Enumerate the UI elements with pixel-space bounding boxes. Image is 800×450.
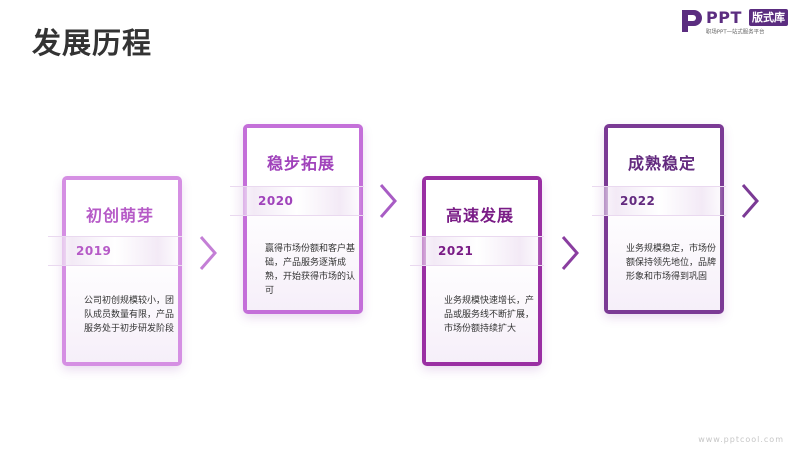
chevron-right-icon bbox=[741, 184, 759, 218]
chevron-right-icon bbox=[379, 184, 397, 218]
stage-description: 业务规模快速增长，产品或服务线不断扩展，市场份额持续扩大 bbox=[444, 296, 535, 334]
stage-title: 稳步拓展 bbox=[267, 154, 336, 173]
brand-tag: 版式库 bbox=[749, 9, 788, 26]
stage-title: 高速发展 bbox=[446, 206, 515, 225]
brand-name: PPT bbox=[706, 8, 742, 27]
stage-card-3: 高速发展 业务规模快速增长，产品或服务线不断扩展，市场份额持续扩大 bbox=[422, 176, 542, 366]
stage-year: 2019 bbox=[76, 244, 112, 258]
stage-card-4: 成熟稳定 业务规模稳定，市场份额保持领先地位，品牌形象和市场得到巩固 bbox=[604, 124, 724, 314]
chevron-right-icon bbox=[561, 236, 579, 270]
stage-year: 2022 bbox=[620, 194, 656, 208]
stage-year: 2021 bbox=[438, 244, 474, 258]
stage-card-2: 稳步拓展 赢得市场份额和客户基础，产品服务逐渐成熟，开始获得市场的认可 bbox=[243, 124, 363, 314]
stage-description: 赢得市场份额和客户基础，产品服务逐渐成熟，开始获得市场的认可 bbox=[265, 244, 356, 296]
brand-logo: PPT 版式库 职场PPT一站式服务平台 bbox=[679, 8, 795, 36]
page-title: 发展历程 bbox=[32, 26, 153, 60]
brand-subtitle: 职场PPT一站式服务平台 bbox=[706, 28, 765, 36]
year-band-1: 2019 bbox=[48, 236, 182, 266]
year-band-4: 2022 bbox=[592, 186, 726, 216]
stage-description: 业务规模稳定，市场份额保持领先地位，品牌形象和市场得到巩固 bbox=[626, 244, 717, 282]
watermark: www.pptcool.com bbox=[698, 435, 784, 444]
ppt-logo-icon bbox=[682, 10, 702, 32]
stage-description: 公司初创规模较小，团队成员数量有限，产品服务处于初步研发阶段 bbox=[84, 296, 175, 334]
chevron-right-icon bbox=[199, 236, 217, 270]
year-band-2: 2020 bbox=[230, 186, 364, 216]
stage-card-1: 初创萌芽 公司初创规模较小，团队成员数量有限，产品服务处于初步研发阶段 bbox=[62, 176, 182, 366]
stage-year: 2020 bbox=[258, 194, 294, 208]
stage-title: 成熟稳定 bbox=[628, 154, 697, 173]
year-band-3: 2021 bbox=[410, 236, 544, 266]
stage-title: 初创萌芽 bbox=[86, 206, 155, 225]
